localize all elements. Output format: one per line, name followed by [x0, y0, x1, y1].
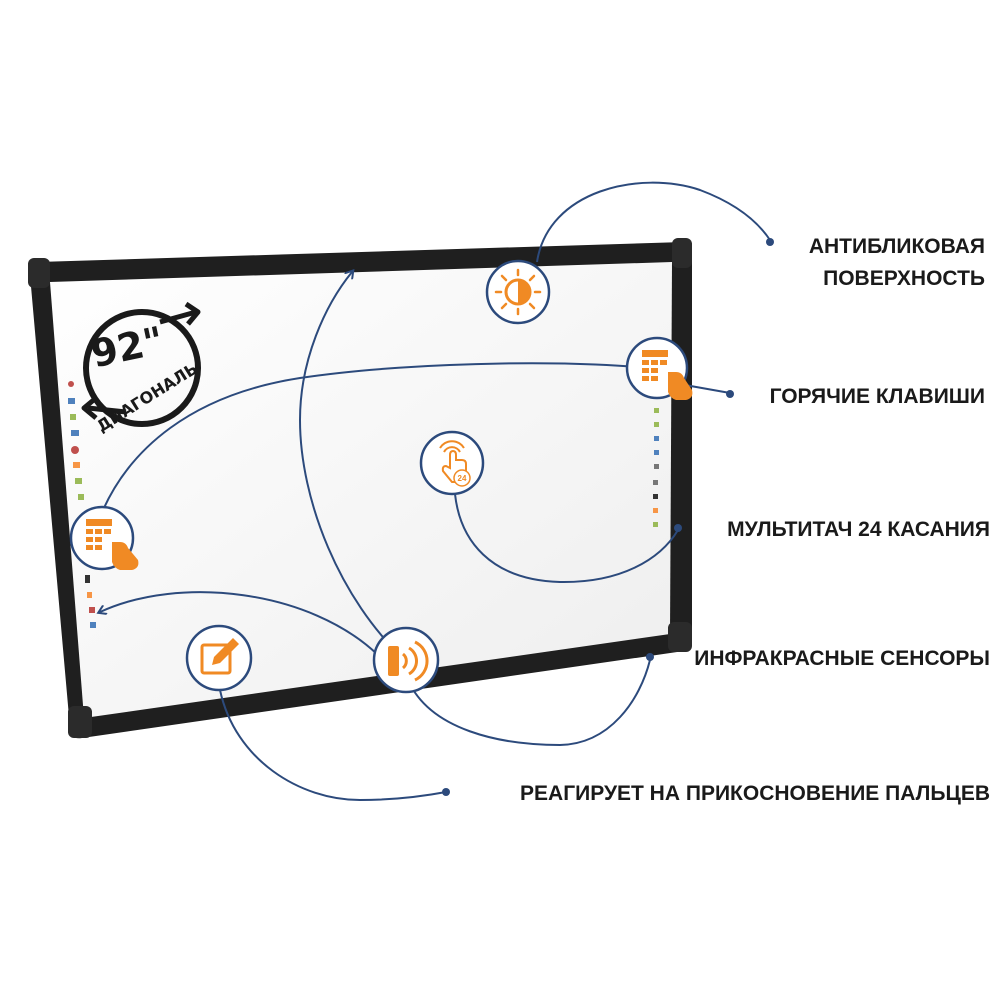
connector-infrared — [407, 659, 651, 747]
left-toolbar[interactable] — [68, 381, 96, 628]
label-dot-multitouch — [674, 524, 682, 532]
frame-corner-tl — [28, 258, 50, 288]
right-toolbar[interactable] — [653, 408, 659, 527]
diagonal-arrow-top — [159, 309, 197, 325]
touch-count: 24 — [458, 474, 467, 483]
label-dot-finger-touch — [442, 788, 450, 796]
touch-hand-icon: 24 — [419, 430, 485, 496]
sun-icon — [485, 259, 551, 325]
connector-hotkeys-right — [684, 384, 731, 394]
connector-hotkeys — [102, 362, 661, 511]
connector-multitouch — [454, 493, 679, 584]
infrared-sensor-icon — [372, 626, 440, 694]
feature-label-infrared: ИНФРАКРАСНЫЕ СЕНСОРЫ — [694, 647, 990, 670]
keypad-hand-icon — [625, 336, 693, 400]
frame-corner-tr — [672, 238, 692, 268]
diagonal-arrow-bottom — [87, 405, 127, 415]
feature-label-hotkeys: ГОРЯЧИЕ КЛАВИШИ — [770, 385, 985, 408]
keypad-hand-icon — [69, 505, 139, 571]
feature-label-finger-touch: РЕАГИРУЕТ НА ПРИКОСНОВЕНИЕ ПАЛЬЦЕВ — [520, 782, 990, 805]
label-dot-infrared — [646, 653, 654, 661]
feature-label-antiglare-line1: АНТИБЛИКОВАЯ — [809, 235, 985, 258]
label-dot-hotkeys — [726, 390, 734, 398]
label-dot-antiglare — [766, 238, 774, 246]
frame-corner-br — [668, 622, 692, 652]
feature-label-antiglare-line2: ПОВЕРХНОСТЬ — [823, 267, 985, 290]
whiteboard-surface — [50, 262, 672, 718]
frame-corner-bl — [68, 706, 92, 738]
connector-finger-touch — [219, 689, 447, 802]
connector-antiglare — [536, 181, 771, 263]
pen-edit-icon — [185, 624, 253, 692]
connector-left-arrow — [100, 591, 379, 656]
diagonal-ring — [83, 309, 201, 427]
connector-lines — [100, 181, 774, 802]
feature-label-multitouch: МУЛЬТИТАЧ 24 КАСАНИЯ — [727, 518, 990, 541]
connector-upward-arrow — [298, 272, 406, 661]
